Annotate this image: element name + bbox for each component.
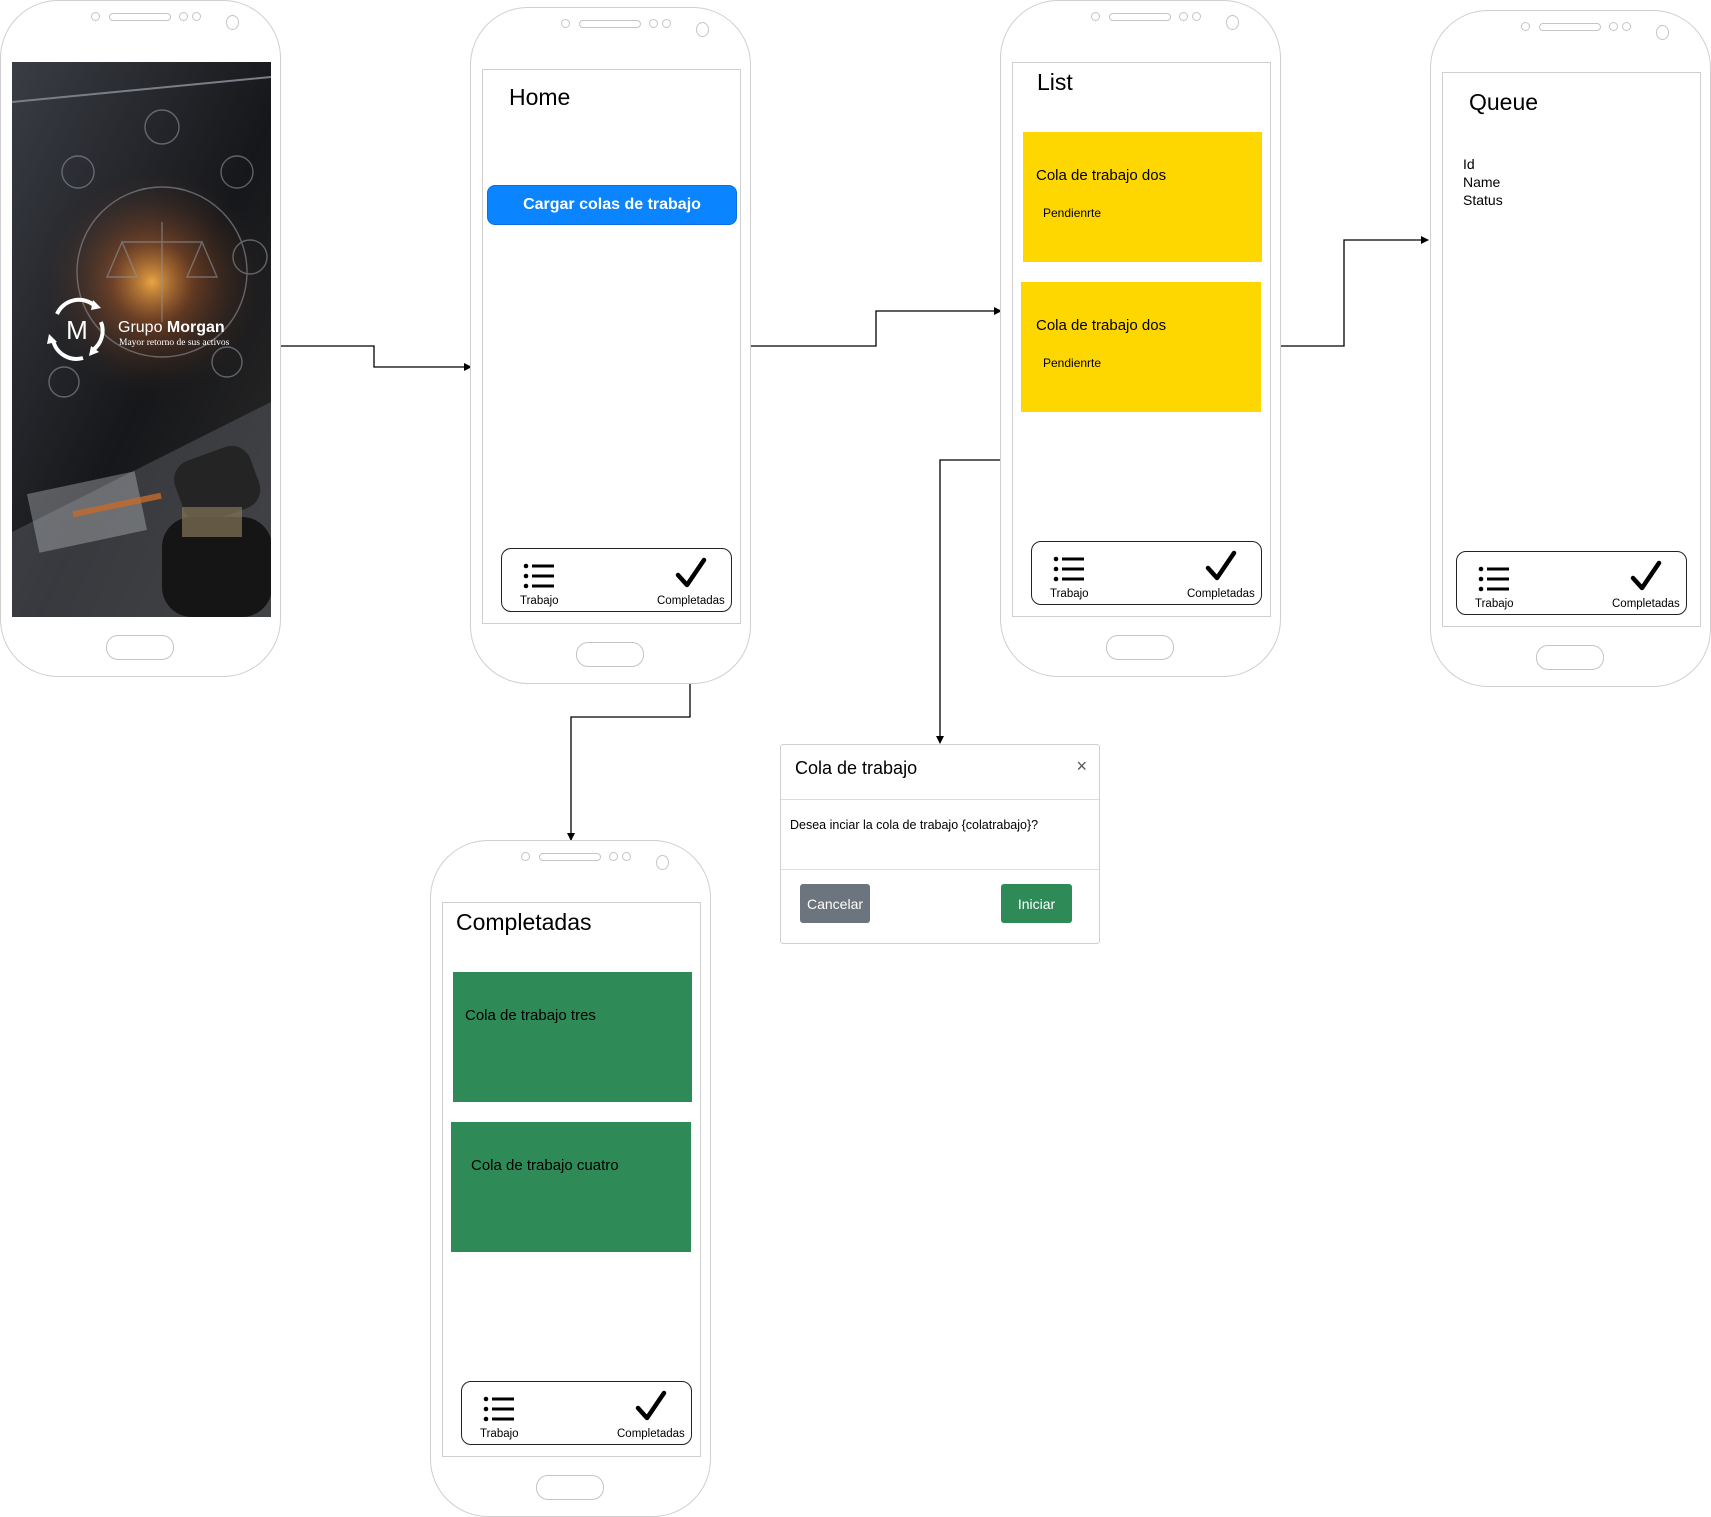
phone-home-button[interactable] <box>576 642 644 667</box>
nav-work-label[interactable]: Trabajo <box>1050 588 1089 600</box>
camera <box>226 15 239 30</box>
sensor-dot <box>1521 22 1530 31</box>
arrow-list-to-queue <box>1261 236 1429 347</box>
modal-message: Desea inciar la cola de trabajo {colatra… <box>790 818 1039 832</box>
phone-home-button[interactable] <box>1106 635 1174 660</box>
arrow-splash-to-home <box>281 345 472 371</box>
sensor-dot <box>609 852 618 861</box>
nav-done-label[interactable]: Completadas <box>1187 588 1255 600</box>
splash-screen: M Grupo Morgan Mayor retorno de sus acti… <box>12 62 271 617</box>
sensor-dot <box>1622 22 1631 31</box>
page-title: List <box>1037 69 1073 95</box>
load-queues-button[interactable]: Cargar colas de trabajo <box>487 185 737 225</box>
page-title: Home <box>509 84 571 110</box>
start-queue-modal: Cola de trabajo × Desea inciar la cola d… <box>780 744 1100 944</box>
modal-divider <box>781 799 1099 800</box>
logo-letter: M <box>66 315 88 345</box>
list-icon[interactable] <box>1477 564 1511 594</box>
phone-queue: Queue Id Name Status Trabajo Completadas <box>1430 10 1711 687</box>
queue-card-pending[interactable]: Cola de trabajo dos Pendienrte <box>1023 132 1262 262</box>
nav-done-label[interactable]: Completadas <box>657 595 725 607</box>
camera <box>1226 15 1239 30</box>
brand-name-light: Grupo <box>118 319 163 336</box>
bottom-nav: Trabajo Completadas <box>1456 551 1687 615</box>
sensor-dot <box>561 19 570 28</box>
queue-field-status: Status <box>1463 192 1503 208</box>
phone-list: List Cola de trabajo dos Pendienrte Cola… <box>1000 0 1281 677</box>
sensor-dot <box>179 12 188 21</box>
phone-completed: Completadas Cola de trabajo tres Cola de… <box>430 840 711 1517</box>
sensor-dot <box>662 19 671 28</box>
speaker <box>109 13 171 21</box>
list-icon[interactable] <box>482 1394 516 1424</box>
bottom-nav: Trabajo Completadas <box>501 548 732 612</box>
phone-home-button[interactable] <box>536 1475 604 1500</box>
page-title: Queue <box>1469 89 1539 115</box>
nav-work-label[interactable]: Trabajo <box>1475 598 1514 610</box>
bottom-nav: Trabajo Completadas <box>461 1381 692 1445</box>
sensor-dot <box>649 19 658 28</box>
grupo-morgan-logo: M <box>47 297 105 361</box>
sensor-dot <box>1091 12 1100 21</box>
phone-splash: M Grupo Morgan Mayor retorno de sus acti… <box>0 0 281 677</box>
speaker <box>579 20 641 28</box>
queue-card-pending[interactable]: Cola de trabajo dos Pendienrte <box>1021 282 1261 412</box>
brand-name-bold: Morgan <box>166 319 225 336</box>
home-screen: Home Cargar colas de trabajo Trabajo Com… <box>482 69 741 624</box>
list-icon[interactable] <box>522 561 556 591</box>
modal-title: Cola de trabajo <box>795 758 918 778</box>
completed-card-title: Cola de trabajo cuatro <box>471 1157 619 1174</box>
checkmark-icon[interactable] <box>1204 550 1238 584</box>
start-button[interactable]: Iniciar <box>1001 884 1072 923</box>
nav-done-label[interactable]: Completadas <box>617 1428 685 1440</box>
queue-card-title: Cola de trabajo dos <box>1036 167 1167 184</box>
nav-work-label[interactable]: Trabajo <box>480 1428 519 1440</box>
cancel-button[interactable]: Cancelar <box>800 884 870 923</box>
sensor-dot <box>521 852 530 861</box>
nav-work-label[interactable]: Trabajo <box>520 595 559 607</box>
modal-divider <box>781 869 1099 870</box>
checkmark-icon[interactable] <box>674 557 708 591</box>
brand-name: Grupo Morgan <box>118 319 225 337</box>
list-icon[interactable] <box>1052 554 1086 584</box>
close-icon[interactable]: × <box>1076 756 1087 776</box>
sensor-dot <box>1609 22 1618 31</box>
queue-field-name: Name <box>1463 174 1501 190</box>
queue-field-id: Id <box>1463 156 1475 172</box>
completed-card[interactable]: Cola de trabajo tres <box>453 972 692 1102</box>
camera <box>656 855 669 870</box>
completed-card[interactable]: Cola de trabajo cuatro <box>451 1122 691 1252</box>
phone-home-button[interactable] <box>106 635 174 660</box>
page-title: Completadas <box>456 909 592 935</box>
sensor-dot <box>1179 12 1188 21</box>
splash-background-illustration <box>12 62 271 617</box>
phone-home-button[interactable] <box>1536 645 1604 670</box>
queue-card-status: Pendienrte <box>1043 356 1102 370</box>
sensor-dot <box>192 12 201 21</box>
queue-card-title: Cola de trabajo dos <box>1036 317 1167 334</box>
speaker <box>1539 23 1601 31</box>
brand-tagline: Mayor retorno de sus activos <box>119 338 230 348</box>
sensor-dot <box>1192 12 1201 21</box>
sensor-dot <box>91 12 100 21</box>
queue-screen: Queue Id Name Status Trabajo Completadas <box>1442 72 1701 627</box>
speaker <box>539 853 601 861</box>
camera <box>1656 25 1669 40</box>
completed-screen: Completadas Cola de trabajo tres Cola de… <box>442 902 701 1457</box>
list-screen: List Cola de trabajo dos Pendienrte Cola… <box>1012 62 1271 617</box>
camera <box>696 22 709 37</box>
checkmark-icon[interactable] <box>1629 560 1663 594</box>
arrow-home-to-list <box>751 307 1002 347</box>
speaker <box>1109 13 1171 21</box>
bottom-nav: Trabajo Completadas <box>1031 541 1262 605</box>
completed-card-title: Cola de trabajo tres <box>465 1007 596 1024</box>
phone-home: Home Cargar colas de trabajo Trabajo Com… <box>470 7 751 684</box>
nav-done-label[interactable]: Completadas <box>1612 598 1680 610</box>
queue-card-status: Pendienrte <box>1043 206 1102 220</box>
checkmark-icon[interactable] <box>634 1390 668 1424</box>
sensor-dot <box>622 852 631 861</box>
